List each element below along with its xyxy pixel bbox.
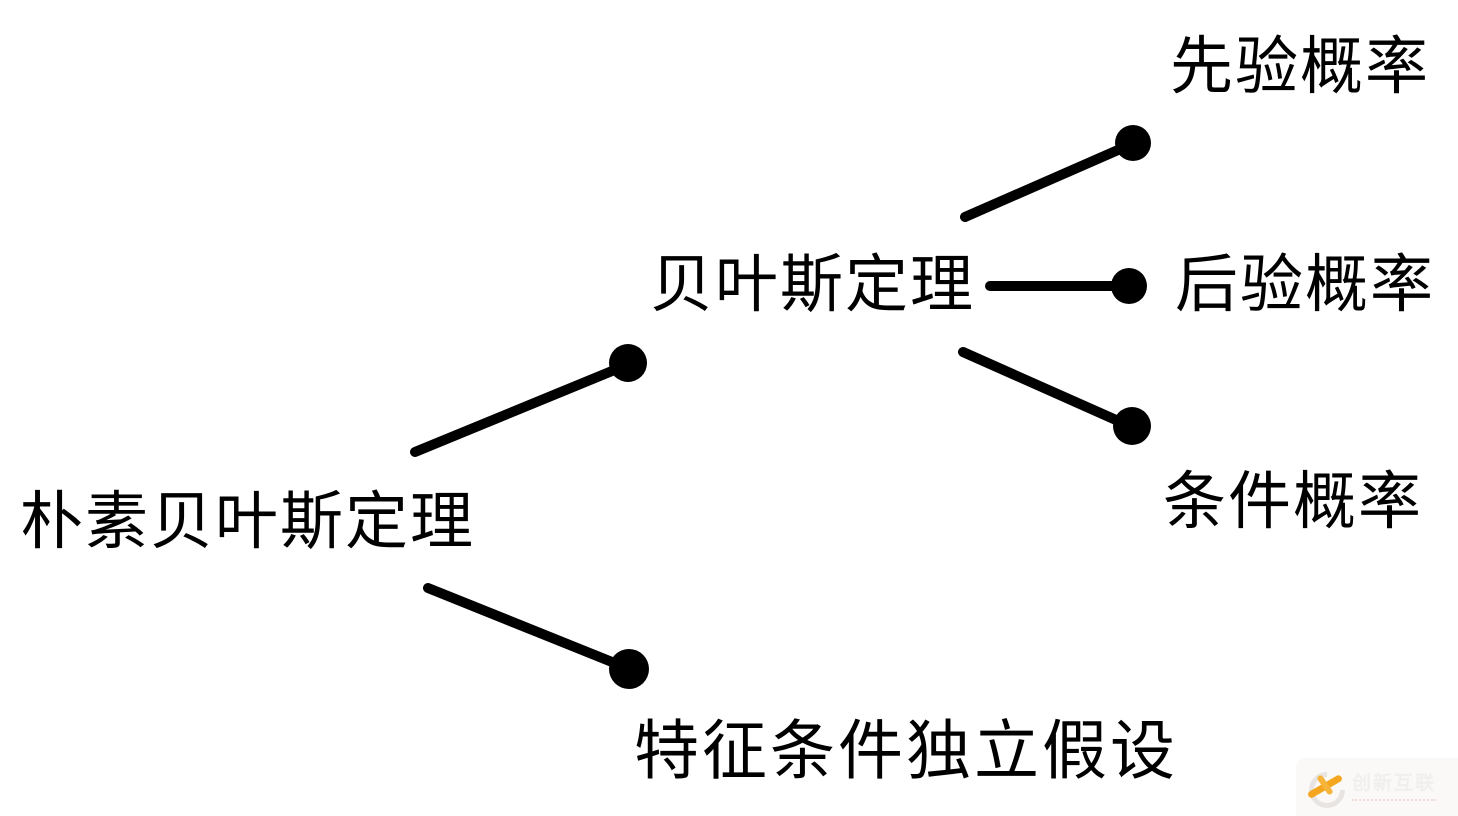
watermark: 创新互联 (1296, 758, 1458, 816)
edge-root-to-independence (423, 583, 617, 667)
brand-logo-icon (1301, 764, 1353, 816)
node-prior-probability: 先验概率 (1170, 30, 1430, 103)
dot-posterior (1111, 268, 1147, 304)
edge-bayes-to-prior (960, 145, 1123, 222)
node-posterior-probability: 后验概率 (1175, 248, 1435, 321)
dot-independence-branch (609, 649, 649, 689)
node-feature-conditional-independence: 特征条件独立假设 (634, 714, 1179, 789)
node-naive-bayes-theorem: 朴素贝叶斯定理 (20, 485, 475, 558)
edge-root-to-bayes (410, 366, 617, 457)
dot-bayes-branch (609, 344, 647, 382)
watermark-brand-text: 创新互联 (1352, 771, 1437, 794)
dot-prior (1115, 125, 1151, 161)
watermark-body: 创新互联 (1352, 771, 1437, 801)
node-bayes-theorem: 贝叶斯定理 (650, 248, 975, 321)
edge-bayes-to-conditional (958, 347, 1121, 425)
watermark-subtext-dots (1352, 798, 1436, 801)
dot-conditional (1113, 407, 1151, 445)
node-conditional-probability: 条件概率 (1163, 465, 1423, 538)
